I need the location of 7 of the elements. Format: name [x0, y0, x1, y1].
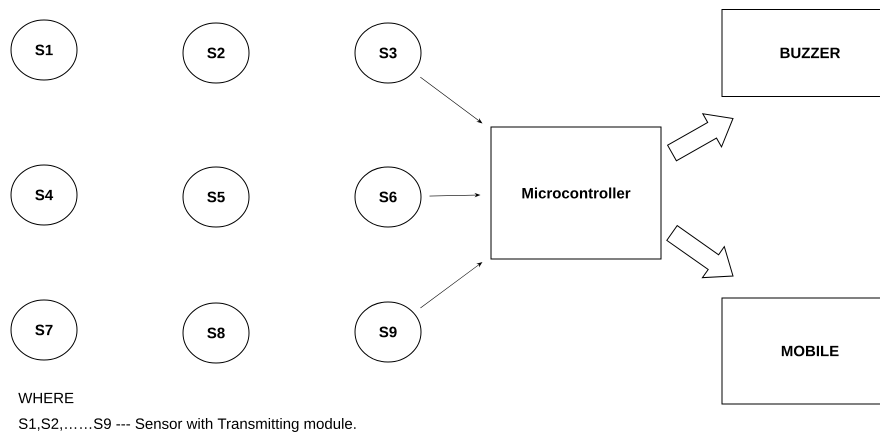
note-text: WHERE	[18, 392, 74, 404]
output-box: BUZZER	[722, 9, 880, 97]
arrow	[420, 262, 482, 308]
controller-box: Microcontroller	[490, 126, 662, 260]
output-box: MOBILE	[722, 297, 880, 404]
note-text: S1,S2,……S9 --- Sensor with Transmitting module.	[18, 418, 356, 432]
arrow	[420, 76, 482, 124]
